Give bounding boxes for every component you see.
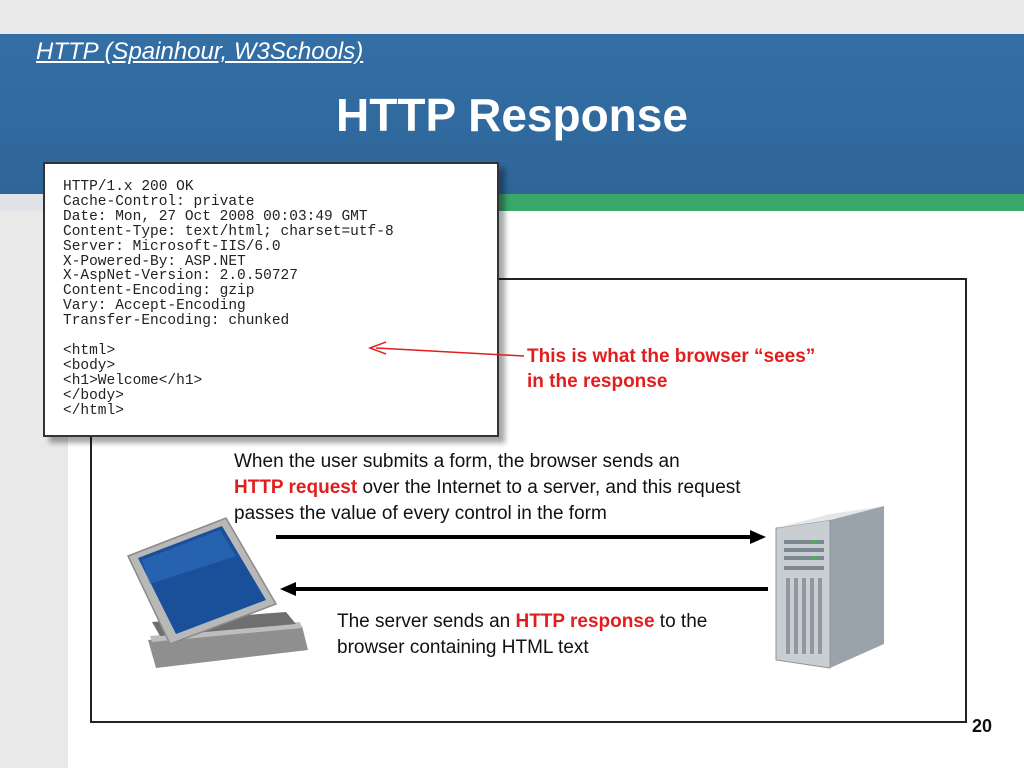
accent-stripe bbox=[490, 194, 1024, 211]
request-text-part-2: over the Internet to a server, and this … bbox=[234, 477, 741, 524]
pointer-arrow-icon bbox=[367, 341, 525, 357]
annotation-line-2: in the response bbox=[527, 371, 668, 392]
response-text-part-1: The server sends an bbox=[337, 611, 516, 632]
http-response-code: HTTP/1.x 200 OK Cache-Control: private D… bbox=[63, 179, 394, 419]
browser-sees-annotation: This is what the browser “sees” in the r… bbox=[527, 344, 907, 394]
page-number: 20 bbox=[972, 716, 993, 736]
arrow-left-icon bbox=[280, 582, 768, 596]
request-text-part-1: When the user submits a form, the browse… bbox=[234, 451, 680, 472]
response-description: The server sends an HTTP response to the… bbox=[337, 609, 757, 661]
source-link[interactable]: HTTP (Spainhour, W3Schools) bbox=[36, 38, 364, 65]
request-description: When the user submits a form, the browse… bbox=[234, 449, 794, 527]
top-strip bbox=[0, 0, 1024, 34]
http-response-highlight: HTTP response bbox=[515, 611, 655, 632]
http-response-code-box: HTTP/1.x 200 OK Cache-Control: private D… bbox=[43, 162, 499, 437]
annotation-line-1: This is what the browser “sees” bbox=[527, 346, 816, 367]
arrow-right-icon bbox=[276, 530, 766, 544]
http-request-highlight: HTTP request bbox=[234, 477, 358, 498]
slide-title: HTTP Response bbox=[336, 89, 688, 141]
response-text-part-2: to the browser containing HTML text bbox=[337, 611, 708, 658]
